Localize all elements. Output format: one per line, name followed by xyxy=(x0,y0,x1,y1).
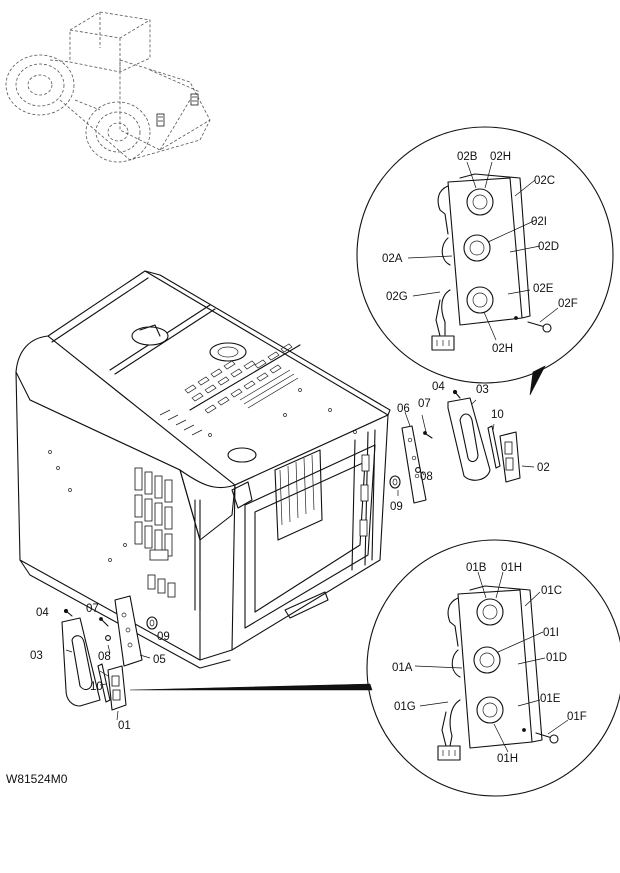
callout-03-lower: 03 xyxy=(30,650,43,662)
callout-labels: 04 03 07 08 10 01 05 09 06 07 04 03 10 0… xyxy=(30,151,587,765)
callout-02G: 02G xyxy=(386,291,408,303)
callout-07-lower: 07 xyxy=(86,603,99,615)
side-vents xyxy=(134,467,176,598)
callout-02F: 02F xyxy=(558,298,578,310)
callout-09-lower: 09 xyxy=(157,631,170,643)
callout-03-upper: 03 xyxy=(476,384,489,396)
callout-07-upper: 07 xyxy=(418,398,431,410)
callout-10-upper: 10 xyxy=(491,409,504,421)
lower-lamp-exploded xyxy=(61,595,158,721)
detail-pointer-01 xyxy=(129,683,373,691)
callout-08-lower: 08 xyxy=(98,651,111,663)
callout-01A: 01A xyxy=(392,662,413,674)
callout-02E: 02E xyxy=(533,283,554,295)
detail-circle-01 xyxy=(366,539,620,797)
detail-circle-02 xyxy=(356,126,614,396)
callout-02I: 02I xyxy=(531,216,547,228)
callout-01F: 01F xyxy=(567,711,587,723)
callout-02D: 02D xyxy=(538,241,559,253)
callout-01D: 01D xyxy=(546,652,567,664)
callout-01H-top: 01H xyxy=(501,562,522,574)
callout-02A: 02A xyxy=(382,253,403,265)
callout-01G: 01G xyxy=(394,701,416,713)
callout-05: 05 xyxy=(153,654,166,666)
callout-09-upper: 09 xyxy=(390,501,403,513)
callout-08-upper: 08 xyxy=(420,471,433,483)
drawing-code: W81524M0 xyxy=(6,772,68,786)
callout-02: 02 xyxy=(537,462,550,474)
callout-01B: 01B xyxy=(466,562,487,574)
callout-02B: 02B xyxy=(457,151,478,163)
callout-01C: 01C xyxy=(541,585,562,597)
callout-02H-bottom: 02H xyxy=(492,343,513,355)
callout-06: 06 xyxy=(397,403,410,415)
callout-02H-top: 02H xyxy=(490,151,511,163)
callout-01: 01 xyxy=(118,720,131,732)
callout-04-lower: 04 xyxy=(36,607,49,619)
upper-lamp-exploded xyxy=(389,389,535,504)
callout-02C: 02C xyxy=(534,175,555,187)
hood-assembly xyxy=(15,270,391,669)
callout-10-lower: 10 xyxy=(90,681,103,693)
callout-01H-bottom: 01H xyxy=(497,753,518,765)
callout-04-upper: 04 xyxy=(432,381,445,393)
tractor-locator-view xyxy=(5,11,211,163)
callout-01I: 01I xyxy=(543,627,559,639)
callout-01E: 01E xyxy=(540,693,561,705)
deck-louvers xyxy=(159,343,299,436)
